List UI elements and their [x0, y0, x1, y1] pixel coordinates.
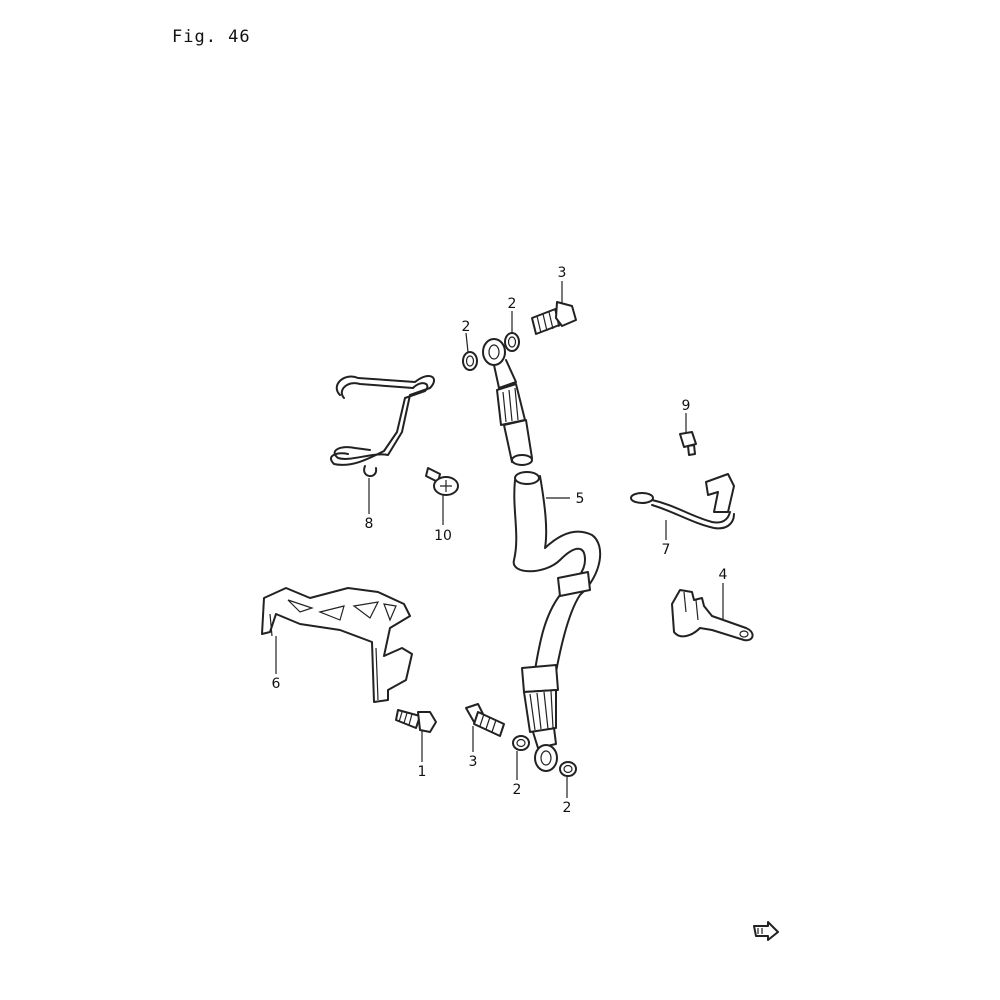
callout-2-lower-left: 2	[513, 782, 522, 798]
part-screw-9	[679, 431, 697, 456]
direction-arrow-icon	[753, 921, 779, 941]
part-bolt-lower	[465, 703, 505, 737]
part-washer-upper-left	[462, 351, 478, 371]
callout-8: 8	[365, 516, 374, 532]
callout-10: 10	[434, 528, 452, 544]
part-oil-hose	[482, 338, 602, 772]
callout-6: 6	[272, 676, 281, 692]
part-screw-10	[425, 467, 459, 496]
part-bracket-clip	[671, 589, 754, 642]
part-washer-upper-right	[504, 332, 520, 352]
leader-lines	[275, 281, 724, 798]
part-cable-bracket	[630, 473, 735, 530]
part-washer-lower-right	[559, 761, 577, 777]
part-bolt-1	[395, 709, 437, 733]
callout-2-upper-left: 2	[462, 319, 471, 335]
callout-7: 7	[662, 542, 671, 558]
callout-3-upper: 3	[558, 265, 567, 281]
figure-title: Fig. 46	[172, 27, 251, 47]
part-stamped-bracket	[261, 587, 413, 703]
callout-4: 4	[719, 567, 728, 583]
part-washer-lower-left	[512, 735, 530, 751]
callout-3-lower: 3	[469, 754, 478, 770]
callout-9: 9	[682, 398, 691, 414]
callout-2-lower-right: 2	[563, 800, 572, 816]
callout-2-upper-right: 2	[508, 296, 517, 312]
callout-5: 5	[576, 491, 585, 507]
callout-1: 1	[418, 764, 427, 780]
part-wire-clip	[330, 374, 435, 477]
part-bolt-upper	[531, 301, 577, 335]
